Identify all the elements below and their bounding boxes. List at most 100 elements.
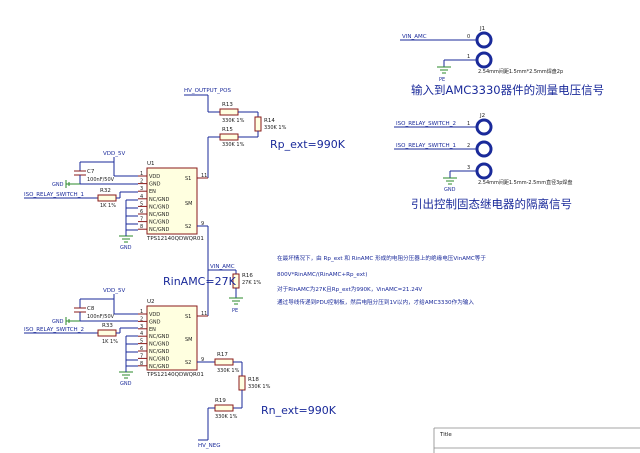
u1-pins-right-pin-number: 9 <box>201 221 204 227</box>
net-label-gnd-j2: GND <box>444 187 456 193</box>
j2-description: 2.54mm间距1.5mm-2.5mm直径3p焊盘 <box>478 179 572 186</box>
u1-pins-left-pin-name: NC/GND <box>149 220 170 226</box>
j2-pad-2 <box>475 140 493 158</box>
heading-measure-voltage: 输入到AMC3330器件的测量电压信号 <box>411 83 604 97</box>
u2-pins-right-pin-number: 11 <box>201 311 207 317</box>
u2-pins-left-pin-name: NC/GND <box>149 364 170 370</box>
r32-value: 1K 1% <box>100 203 116 209</box>
note-line-3: 对于RinAMC为27K且Rp_ext为990K，VinAMC=21.24V <box>277 285 422 293</box>
u2-pins-left-pin-name: EN <box>149 327 156 333</box>
r32-ref: R32 <box>100 188 111 194</box>
j1-pin0-number: 0 <box>467 34 470 40</box>
net-label-iso-relay-2: ISO_RELAY_SWITCH_2 <box>24 327 84 333</box>
u2-pins-left-pin-name: GND <box>149 319 161 325</box>
gnd-symbol-j2 <box>443 177 457 185</box>
r19-ref: R19 <box>215 398 226 404</box>
net-label-vin-amc-top: VIN_AMC <box>402 34 427 40</box>
u1-pins-left-pin-number: 4 <box>140 194 143 200</box>
u2-pins-left-pin-number: 6 <box>140 346 143 352</box>
u1-pins-left-pin-name: NC/GND <box>149 212 170 218</box>
j2-pin1-number: 1 <box>467 121 470 127</box>
u2-pins-right-pin-name: SM <box>185 337 193 343</box>
gnd-symbol-u1 <box>119 230 133 243</box>
u1-pins-left-pin-number: 2 <box>140 179 143 185</box>
u2-pins-left-pin-name: NC/GND <box>149 334 170 340</box>
net-label-hv-output-pos: HV_OUTPUT_POS <box>184 88 231 94</box>
u2-pins-left-pin-number: 5 <box>140 339 143 345</box>
annotation-rn-ext: Rn_ext=990K <box>261 404 337 417</box>
net-label-gnd-1: GND <box>52 182 64 188</box>
u1-pins-left-pin-number: 5 <box>140 201 143 207</box>
u1-pins-left-pin-name: EN <box>149 189 156 195</box>
c7-ref: C7 <box>87 169 95 175</box>
u1-body <box>146 167 198 235</box>
net-label-pe-top: PE <box>439 77 445 83</box>
u1-pins-right-pin-name: S1 <box>185 176 191 182</box>
resistor-r32 <box>97 194 117 202</box>
u2-pins-left-pin-name: NC/GND <box>149 342 170 348</box>
u1-pins-right-pin-name: S2 <box>185 224 191 230</box>
net-label-iso-relay-1-top: ISO_RELAY_SWITCH_1 <box>396 143 456 149</box>
net-label-vdd-5v-2: VDD_5V <box>103 288 125 294</box>
title-block: Title <box>433 427 640 453</box>
u1-pins-left-pin-name: GND <box>149 182 161 188</box>
u1-pins-left-pin-number: 1 <box>140 171 143 177</box>
j2-pad-1 <box>475 118 493 136</box>
net-label-iso-relay-1: ISO_RELAY_SWITCH_1 <box>24 192 84 198</box>
connector-j1: VIN_AMC 0 1 PE J1 2.54mm间距1.5mm*2.5mm焊盘2… <box>400 26 563 83</box>
c8-ref: C8 <box>87 306 95 312</box>
positive-divider: HV_OUTPUT_POS R13 330K 1% R14 330K 1% R1… <box>184 88 287 179</box>
r18-ref: R18 <box>248 377 259 383</box>
j1-pad-1 <box>475 51 493 69</box>
title-block-label: Title <box>439 432 452 438</box>
j1-pad-0 <box>475 31 493 49</box>
u1-pins-right-pin-number: 11 <box>201 173 207 179</box>
r33-value: 1K 1% <box>102 339 118 345</box>
net-label-pe-mid: PE <box>232 308 238 314</box>
u2-pins-right-pin-name: S2 <box>185 360 191 366</box>
net-label-iso-relay-2-top: ISO_RELAY_SWITCH_2 <box>396 121 456 127</box>
u2-pins-left-pin-name: VDD <box>149 312 160 318</box>
rin-amc-node: VIN_AMC R16 27K 1% PE <box>197 252 261 317</box>
resistor-r18 <box>238 375 246 391</box>
net-label-vin-amc-mid: VIN_AMC <box>210 264 235 270</box>
resistor-r15 <box>219 133 239 141</box>
j2-pad-3 <box>475 162 493 180</box>
c7-value: 100nF/50V <box>87 177 115 183</box>
u2-pins-left-pin-number: 1 <box>140 309 143 315</box>
ic-u2: VDD_5V C8 100nF/50V GND ISO_RELAY_SWITCH… <box>24 288 208 387</box>
net-label-vdd-5v-1: VDD_5V <box>103 151 125 157</box>
annotation-rp-ext: Rp_ext=990K <box>270 138 346 151</box>
u2-pins-left-pin-number: 4 <box>140 331 143 337</box>
u1-pins-left-pin-number: 7 <box>140 217 143 223</box>
net-label-hv-neg: HV_NEG <box>198 443 221 449</box>
resistor-r19 <box>214 404 234 412</box>
r17-value: 330K 1% <box>217 368 240 374</box>
u1-ref: U1 <box>147 161 155 167</box>
u1-pins-left-pin-number: 8 <box>140 224 143 230</box>
j1-ref: J1 <box>479 26 485 32</box>
u2-part: TPS12140QDWQR01 <box>146 372 204 378</box>
gnd-symbol-u2 <box>119 366 133 379</box>
r18-value: 330K 1% <box>248 384 271 390</box>
pe-ground-symbol-top <box>437 66 451 74</box>
r14-ref: R14 <box>264 118 275 124</box>
u2-pins-left-pin-number: 3 <box>140 324 143 330</box>
r33-ref: R33 <box>102 323 113 329</box>
r15-ref: R15 <box>222 127 233 133</box>
u1-pins-left-pin-name: NC/GND <box>149 197 170 203</box>
j2-pin3-number: 3 <box>467 165 470 171</box>
annotation-rin-amc: RinAMC=27K <box>163 275 237 288</box>
j2-pin2-number: 2 <box>467 143 470 149</box>
u2-pins-left-pin-name: NC/GND <box>149 356 170 362</box>
u1-pins-left-pin-number: 3 <box>140 186 143 192</box>
r13-value: 330K 1% <box>222 118 245 124</box>
u1-pins-left-pin-name: NC/GND <box>149 227 170 233</box>
resistor-r13 <box>219 108 239 116</box>
r14-value: 330K 1% <box>264 125 287 131</box>
r19-value: 330K 1% <box>215 414 238 420</box>
c8-value: 100nF/50V <box>87 314 115 320</box>
resistor-r14 <box>254 116 262 132</box>
